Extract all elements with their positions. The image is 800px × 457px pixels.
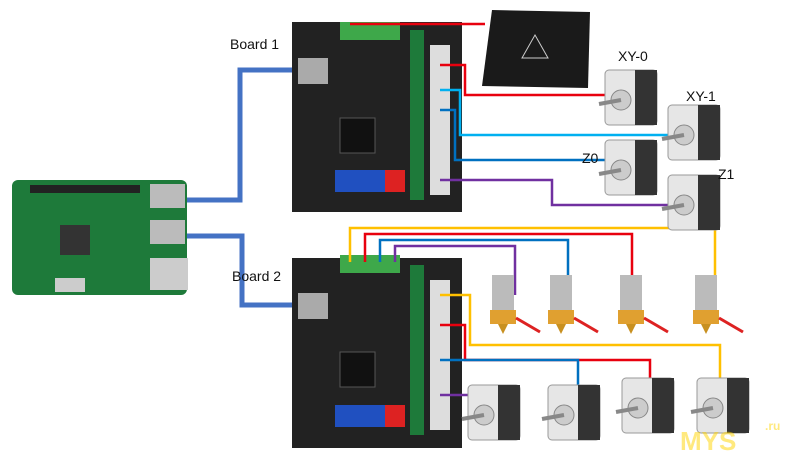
stepper-motor xyxy=(461,384,521,441)
heatbed xyxy=(482,10,590,88)
label-board1: Board 1 xyxy=(230,36,280,52)
stepper-motor xyxy=(661,174,721,231)
board2-wires xyxy=(348,226,722,400)
board1-wires xyxy=(350,22,670,207)
raspberry-pi xyxy=(12,180,188,295)
stepper-motors xyxy=(461,69,750,441)
label-z0: Z0 xyxy=(582,150,599,166)
label-xy0: XY-0 xyxy=(618,48,648,64)
usb-cables xyxy=(182,67,302,308)
label-z1: Z1 xyxy=(718,166,735,182)
svg-text:.ru: .ru xyxy=(765,419,780,433)
board-2 xyxy=(292,255,462,448)
usb-cable-board2 xyxy=(182,233,302,308)
stepper-motor xyxy=(615,377,675,434)
hotend xyxy=(548,275,599,334)
stepper-motor xyxy=(598,69,658,126)
hotend xyxy=(693,275,744,334)
hotends xyxy=(490,275,744,334)
stepper-motor xyxy=(598,139,658,196)
hotend xyxy=(618,275,669,334)
hotend xyxy=(490,275,541,334)
board-1 xyxy=(292,22,462,212)
watermark-logo: MYS xyxy=(680,426,736,456)
stepper-motor xyxy=(661,104,721,161)
stepper-motor xyxy=(541,384,601,441)
label-xy1: XY-1 xyxy=(686,88,716,104)
usb-cable-board1 xyxy=(182,67,302,203)
label-board2: Board 2 xyxy=(232,268,282,284)
stepper-motor xyxy=(690,377,750,434)
